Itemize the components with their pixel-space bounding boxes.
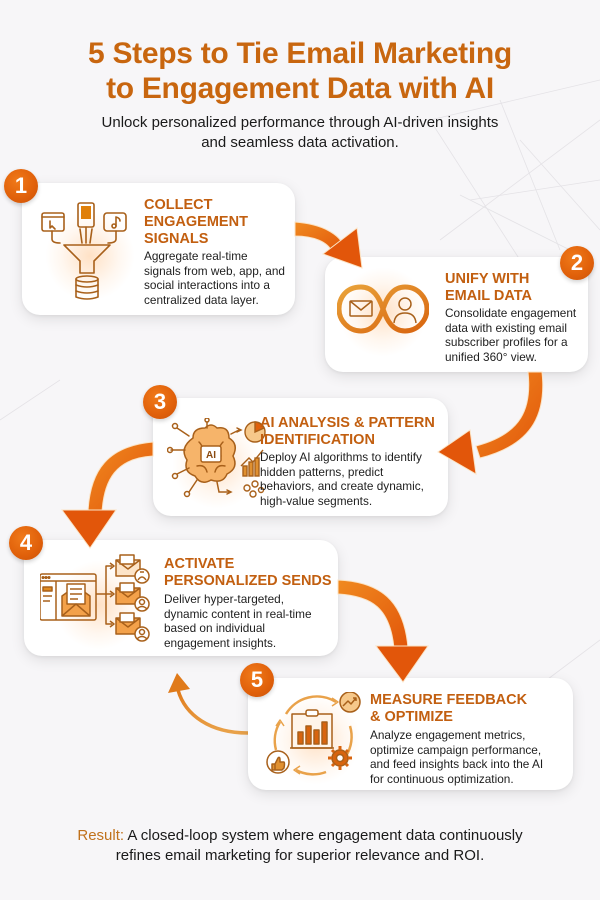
step-3-title: AI ANALYSIS & PATTERN IDENTIFICATION <box>260 415 435 448</box>
step-4-card: ACTIVATE PERSONALIZED SENDS Deliver hype… <box>24 540 338 656</box>
result-summary: Result: A closed-loop system where engag… <box>0 826 600 866</box>
step-3-card: AI AI ANALYSIS & PATTERN IDENTIFICATION … <box>153 398 448 516</box>
step-2-title: UNIFY WITH EMAIL DATA <box>445 271 532 304</box>
title-line-1: 5 Steps to Tie Email Marketing <box>88 37 512 70</box>
result-line-1: Result: A closed-loop system where engag… <box>77 827 523 844</box>
page-title: 5 Steps to Tie Email Marketing to Engage… <box>0 36 600 106</box>
step-5-description: Analyze engagement metrics, optimize cam… <box>370 728 544 786</box>
feedback-cycle-icon <box>266 691 366 780</box>
step-3-badge: 3 <box>143 385 177 419</box>
step-5-badge: 5 <box>240 663 274 697</box>
title-line-2: to Engagement Data with AI <box>106 72 494 105</box>
step-4-title: ACTIVATE PERSONALIZED SENDS <box>164 556 332 589</box>
step-5-card: MEASURE FEEDBACK & OPTIMIZE Analyze enga… <box>248 678 573 790</box>
step-1-card: COLLECT ENGAGEMENT SIGNALS Aggregate rea… <box>22 183 295 315</box>
step-1-description: Aggregate real-time signals from web, ap… <box>144 249 285 307</box>
result-label: Result: <box>77 827 125 844</box>
result-line-2: refines email marketing for superior rel… <box>115 847 485 864</box>
step-1-title: COLLECT ENGAGEMENT SIGNALS <box>144 197 248 247</box>
email-dispatch-icon <box>39 554 158 646</box>
step-2-badge: 2 <box>560 246 594 280</box>
subtitle-line-1: Unlock personalized performance through … <box>101 114 499 131</box>
step-3-description: Deploy AI algorithms to identify hidden … <box>260 450 424 508</box>
step-4-badge: 4 <box>9 526 43 560</box>
subtitle-line-2: and seamless data activation. <box>201 134 399 151</box>
infinity-email-user-icon <box>336 283 430 335</box>
ai-brain-icon: AI <box>166 417 267 502</box>
step-5-title: MEASURE FEEDBACK & OPTIMIZE <box>370 692 528 725</box>
step-4-description: Deliver hyper-targeted, dynamic content … <box>164 592 312 650</box>
page-subtitle: Unlock personalized performance through … <box>0 113 600 153</box>
step-2-description: Consolidate engagement data with existin… <box>445 306 577 364</box>
step-2-card: UNIFY WITH EMAIL DATA Consolidate engage… <box>325 257 588 372</box>
funnel-data-icon <box>40 199 140 303</box>
svg-text:AI: AI <box>206 450 216 461</box>
step-1-badge: 1 <box>4 169 38 203</box>
